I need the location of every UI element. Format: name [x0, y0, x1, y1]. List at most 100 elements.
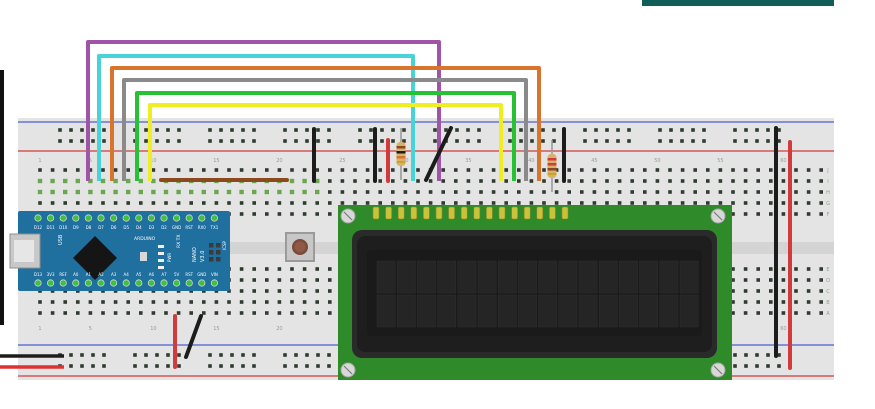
rail-hole [283, 353, 287, 357]
hole [706, 168, 710, 172]
hole [504, 179, 508, 183]
hole [769, 201, 773, 205]
lcd-cell [679, 260, 699, 294]
nano-top-pin [122, 214, 130, 222]
connected-hole [315, 178, 320, 184]
rail-hole [658, 128, 662, 132]
hole [315, 212, 319, 216]
rail-hole [380, 139, 384, 143]
hole [189, 300, 193, 304]
rail-hole [402, 128, 406, 132]
nano-bottom-pin [34, 279, 42, 287]
hole [126, 168, 130, 172]
hole [239, 311, 244, 315]
hole [781, 289, 786, 293]
rail-hole [433, 139, 437, 143]
hole [781, 179, 786, 183]
nano-pin-label: A0 [73, 272, 79, 277]
hole [113, 201, 118, 205]
connected-hole [37, 189, 43, 195]
connected-hole [239, 189, 244, 195]
rail-hole [680, 139, 684, 143]
hole [819, 190, 823, 194]
rail-hole [733, 353, 737, 357]
column-number: 5 [89, 158, 92, 164]
lcd-cell [376, 260, 396, 294]
row-letter: A [826, 311, 830, 317]
hole [315, 201, 319, 205]
hole [643, 190, 647, 194]
hole [365, 201, 370, 205]
hole [630, 168, 634, 172]
model-label: NANO [192, 247, 198, 262]
lcd-cell [437, 294, 457, 328]
hole [693, 179, 697, 183]
rail-hole [177, 353, 181, 357]
nano-pin-label: D9 [73, 225, 79, 230]
hole [769, 289, 773, 293]
icsp-header [209, 243, 221, 262]
row-letter: C [826, 289, 830, 295]
rail-hole [91, 364, 95, 368]
hole [277, 300, 282, 304]
hole [794, 311, 798, 315]
hole [290, 212, 294, 216]
hole [76, 311, 80, 315]
hole [806, 311, 811, 315]
hole [680, 168, 685, 172]
rail-hole [219, 128, 223, 132]
rail-hole [755, 139, 759, 143]
wire-yellow [148, 103, 503, 181]
hole [416, 168, 420, 172]
rail-hole [733, 128, 737, 132]
connected-hole [113, 178, 118, 184]
hole [416, 179, 420, 183]
hole [756, 179, 760, 183]
hole [428, 190, 433, 194]
hole [101, 311, 105, 315]
lcd-pin [372, 206, 380, 220]
rail-hole [327, 139, 331, 143]
hole [769, 311, 773, 315]
nano-top-pin [34, 214, 42, 222]
connected-hole [63, 189, 68, 195]
hole [806, 278, 811, 282]
rail-hole [777, 353, 781, 357]
led-rx [158, 252, 164, 255]
column-number: 15 [213, 326, 219, 332]
hole [302, 168, 307, 172]
hole [441, 168, 445, 172]
row-letter: H [826, 190, 830, 196]
rail-hole [294, 353, 298, 357]
nano-bottom-pin [46, 279, 55, 287]
column-number: 15 [213, 158, 219, 164]
icsp-pin [216, 243, 221, 248]
hole [794, 168, 798, 172]
hole [428, 201, 433, 205]
rail-hole [219, 139, 223, 143]
hole [542, 168, 546, 172]
hole [328, 168, 332, 172]
rail-hole [208, 139, 212, 143]
nano-pin-label: D2 [161, 225, 167, 230]
hole [441, 179, 445, 183]
rail-hole [305, 128, 309, 132]
hole [151, 311, 156, 315]
rail-hole [733, 139, 737, 143]
icsp-pin [209, 257, 214, 262]
hole [63, 201, 67, 205]
power-label: PWR [167, 253, 172, 262]
hole [139, 300, 143, 304]
lcd-cell [679, 294, 699, 328]
hole [756, 190, 760, 194]
version-label: V3.0 [200, 251, 206, 262]
nano-bottom-pin [122, 279, 130, 287]
wire-cyan [97, 54, 415, 181]
hole [164, 311, 168, 315]
hole [668, 168, 672, 172]
nano-bottom-pin [84, 279, 93, 287]
row-letter: J [826, 168, 828, 174]
nano-bottom-pin [72, 279, 80, 287]
hole [202, 311, 206, 315]
hole [416, 201, 420, 205]
